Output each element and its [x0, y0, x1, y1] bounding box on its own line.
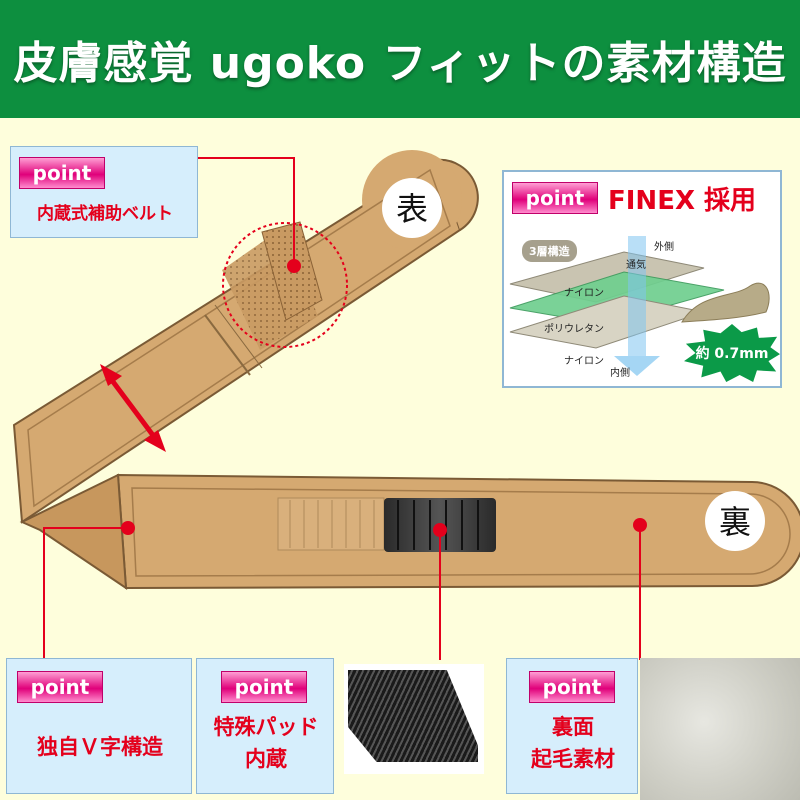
- point-badge: point: [221, 671, 307, 703]
- callout-brushed-line1: 裏面: [552, 715, 594, 739]
- layer-nylon-inner: ナイロン: [564, 356, 604, 367]
- callout-belt: point 内蔵式補助ベルト: [10, 146, 198, 238]
- v-structure-arrow: [100, 364, 166, 452]
- callout-vshape-text: 独自Ｖ字構造: [37, 735, 163, 759]
- finex-title: FINEX 採用: [608, 186, 757, 216]
- finex-layer-diagram: [509, 236, 770, 376]
- callout-vshape: point 独自Ｖ字構造: [6, 658, 192, 794]
- front-label: 表: [396, 190, 428, 228]
- callout-belt-text: 内蔵式補助ベルト: [37, 204, 173, 224]
- layer-polyurethane: ポリウレタン: [544, 324, 604, 335]
- velcro-highlight-circle: [222, 222, 348, 348]
- leader-dots: [121, 259, 647, 537]
- callout-pad: point 特殊パッド 内蔵: [196, 658, 334, 794]
- outer-label: 外側: [654, 242, 674, 253]
- point-badge: point: [529, 671, 615, 703]
- page-title: 皮膚感覚 ugoko フィットの素材構造: [13, 38, 787, 89]
- layers-badge: 3層構造: [522, 240, 577, 262]
- point-badge: point: [17, 671, 103, 703]
- header-banner: 皮膚感覚 ugoko フィットの素材構造: [0, 0, 800, 118]
- back-label: 裏: [719, 503, 751, 541]
- ventilation-label: 通気: [626, 260, 646, 271]
- back-label-circle: [705, 491, 765, 551]
- point-badge: point: [512, 182, 598, 214]
- pad-material-swatch: [344, 664, 484, 774]
- fleece-material-swatch: [640, 658, 800, 800]
- callout-brushed: point 裏面 起毛素材: [506, 658, 638, 794]
- inner-label: 内側: [610, 368, 630, 379]
- layer-nylon-outer: ナイロン: [564, 288, 604, 299]
- finex-panel: point FINEX 採用 3層構造 外側 通気 ナイロン ポリウレタン ナイ…: [502, 170, 782, 388]
- callout-brushed-line2: 起毛素材: [531, 747, 615, 771]
- front-label-circle: [382, 178, 442, 238]
- leader-lines: [43, 157, 641, 660]
- callout-pad-line2: 内蔵: [245, 747, 287, 771]
- special-pad: [277, 497, 496, 552]
- point-badge: point: [19, 157, 105, 189]
- callout-pad-line1: 特殊パッド: [213, 715, 319, 739]
